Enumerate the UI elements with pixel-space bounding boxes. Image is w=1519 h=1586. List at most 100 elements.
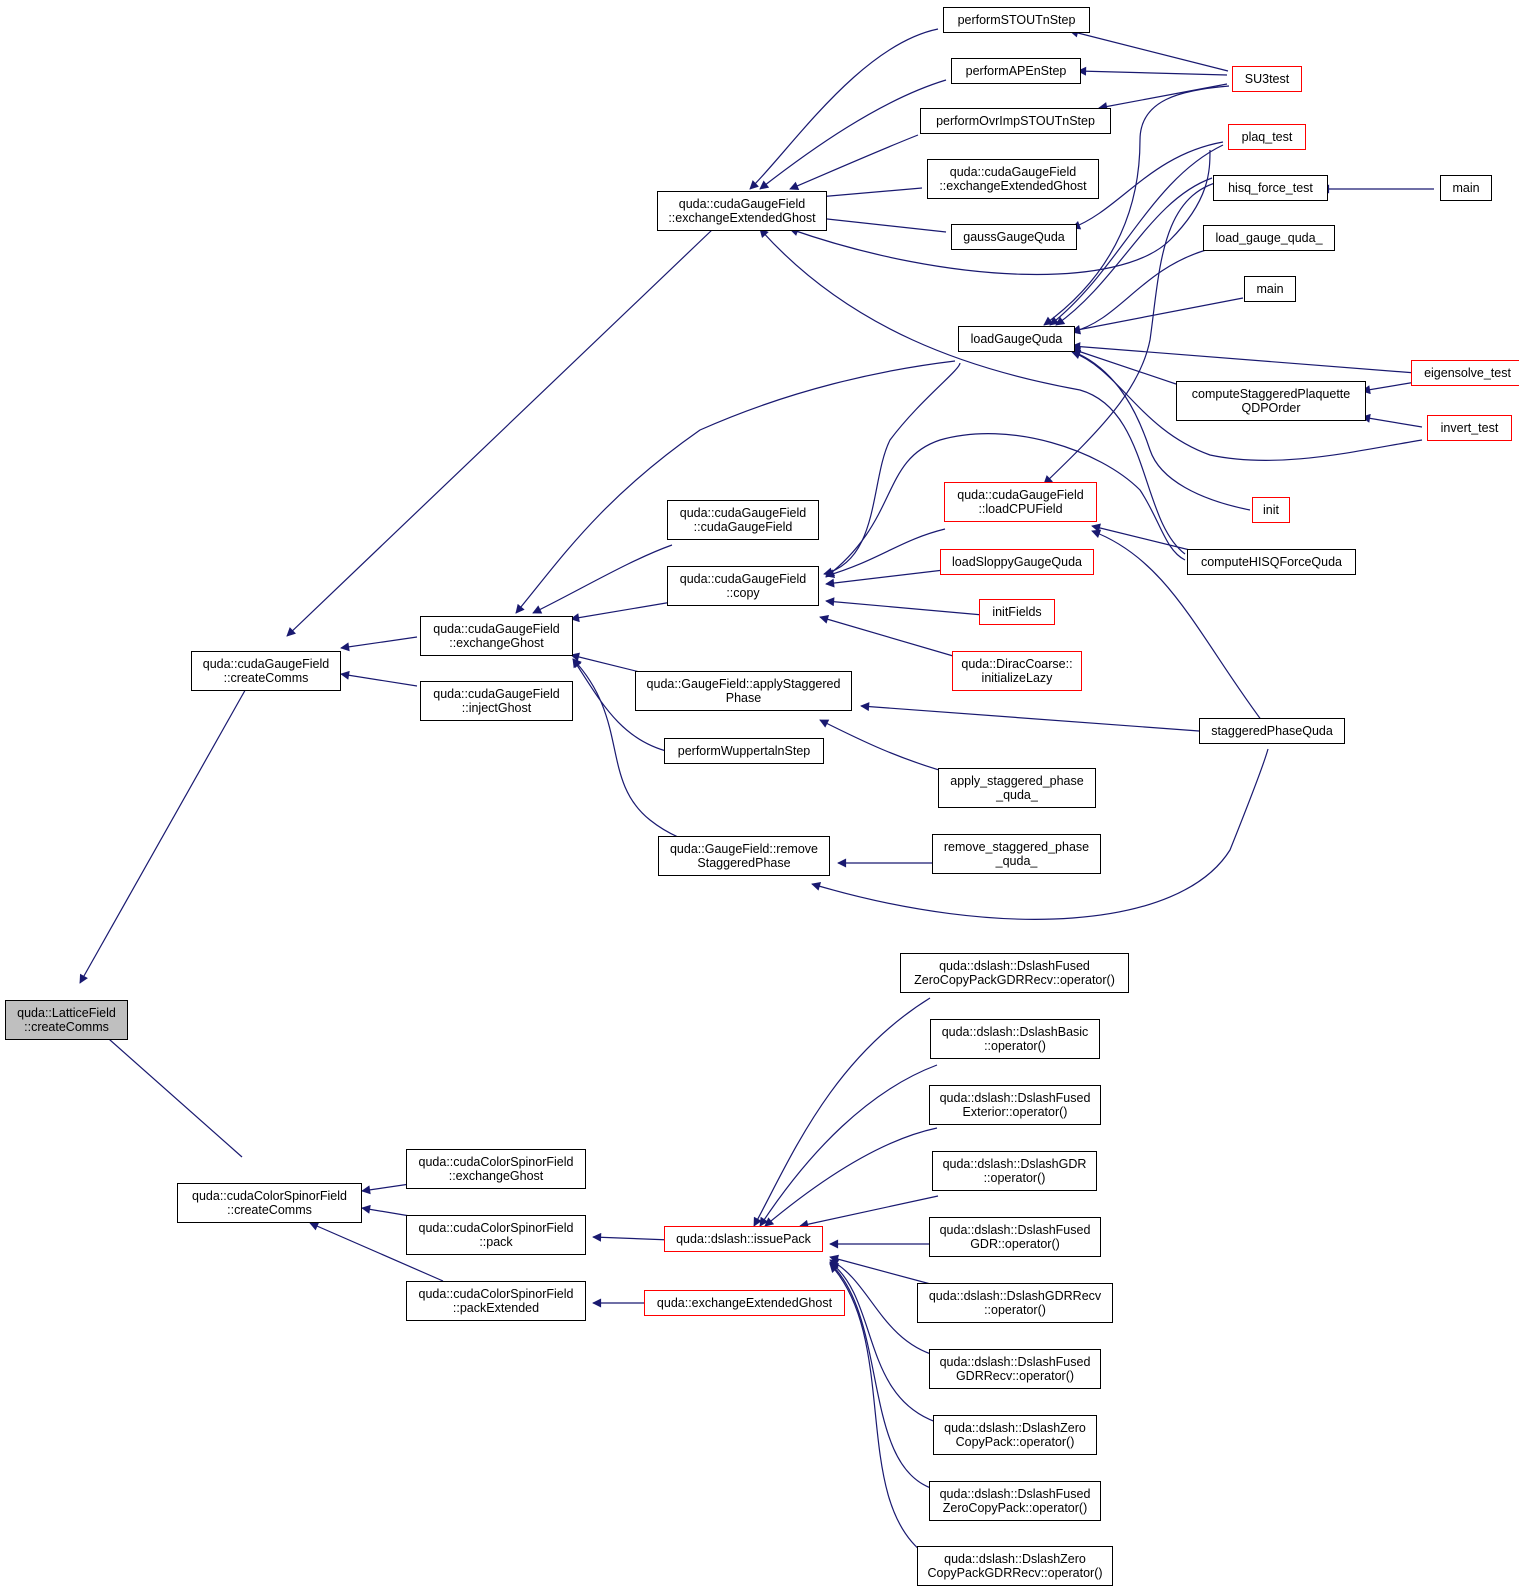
cuda-gauge-field-inject-ghost-node[interactable]: quda::cudaGaugeField ::injectGhost: [420, 681, 573, 721]
edge: [789, 149, 1211, 276]
edge: [1091, 529, 1269, 730]
edge: [749, 28, 939, 190]
dslash-fused-zero-copy-pack-node[interactable]: quda::dslash::DslashFused ZeroCopyPack::…: [929, 1481, 1101, 1521]
edge: [817, 187, 923, 201]
staggered-phase-quda-node[interactable]: staggeredPhaseQuda: [1199, 718, 1345, 744]
edge: [309, 1222, 444, 1282]
main-node-1[interactable]: main: [1440, 175, 1492, 201]
edge: [825, 597, 984, 616]
cuda-gauge-field-cuda-gauge-field-node[interactable]: quda::cudaGaugeField ::cudaGaugeField: [667, 500, 819, 540]
compute-staggered-plaquette-qdp-order-node[interactable]: computeStaggeredPlaquette QDPOrder: [1176, 381, 1366, 421]
edge: [823, 362, 961, 577]
perform-stout-n-step-node[interactable]: performSTOUTnStep: [943, 7, 1090, 33]
cuda-color-spinor-field-exchange-ghost-node[interactable]: quda::cudaColorSpinorField ::exchangeGho…: [406, 1149, 586, 1189]
dslash-gdr-recv-node[interactable]: quda::dslash::DslashGDRRecv ::operator(): [917, 1283, 1113, 1323]
dslash-basic-node[interactable]: quda::dslash::DslashBasic ::operator(): [930, 1019, 1100, 1059]
edge: [361, 1183, 411, 1195]
dslash-fused-exterior-node[interactable]: quda::dslash::DslashFused Exterior::oper…: [929, 1085, 1101, 1125]
load-sloppy-gauge-quda-node[interactable]: loadSloppyGaugeQuda: [940, 549, 1094, 575]
cuda-gauge-field-copy-node[interactable]: quda::cudaGaugeField ::copy: [667, 566, 819, 606]
apply-staggered-phase-quda-underscore-node[interactable]: apply_staggered_phase _quda_: [938, 768, 1096, 808]
cuda-gauge-field-create-comms-node[interactable]: quda::cudaGaugeField ::createComms: [191, 651, 341, 691]
dslash-fused-zero-copy-pack-gdr-recv-node[interactable]: quda::dslash::DslashFused ZeroCopyPackGD…: [900, 953, 1129, 993]
edge: [340, 636, 418, 652]
edge: [340, 670, 418, 687]
edge: [1361, 381, 1417, 395]
edge: [753, 997, 931, 1227]
compute-hisq-force-quda-node[interactable]: computeHISQForceQuda: [1187, 549, 1356, 575]
edge: [515, 360, 956, 614]
cuda-gauge-field-load-cpu-field-node[interactable]: quda::cudaGaugeField ::loadCPUField: [944, 482, 1097, 522]
edge: [572, 658, 671, 753]
init-node[interactable]: init: [1252, 497, 1290, 523]
edge: [1055, 177, 1213, 326]
perform-wuppertal-n-step-node[interactable]: performWuppertalnStep: [664, 738, 824, 764]
invert-test-node[interactable]: invert_test: [1427, 415, 1512, 441]
edge: [1091, 523, 1199, 553]
edge: [1361, 413, 1423, 428]
edge: [759, 79, 947, 190]
dirac-coarse-initialize-lazy-node[interactable]: quda::DiracCoarse:: initializeLazy: [952, 651, 1082, 691]
edge: [825, 528, 946, 579]
edge: [759, 228, 1186, 555]
init-fields-node[interactable]: initFields: [979, 599, 1055, 625]
edge: [1071, 249, 1207, 335]
quda-exchange-extended-ghost-node[interactable]: quda::exchangeExtendedGhost: [644, 1290, 845, 1316]
edge: [759, 1064, 938, 1227]
edge: [799, 1195, 939, 1229]
dslash-fused-gdr-recv-node[interactable]: quda::dslash::DslashFused GDRRecv::opera…: [929, 1349, 1101, 1389]
dslash-fused-gdr-node[interactable]: quda::dslash::DslashFused GDR::operator(…: [929, 1217, 1101, 1257]
edge: [1071, 297, 1244, 334]
edge: [789, 134, 919, 190]
cuda-gauge-field-exchange-ghost-node[interactable]: quda::cudaGaugeField ::exchangeGhost: [420, 616, 573, 656]
perform-ovr-imp-stout-n-step-node[interactable]: performOvrImpSTOUTnStep: [920, 108, 1111, 134]
edge: [592, 1232, 672, 1242]
remove-staggered-phase-quda-underscore-node[interactable]: remove_staggered_phase _quda_: [932, 834, 1101, 874]
main-node-2[interactable]: main: [1244, 276, 1296, 302]
gauge-field-remove-staggered-phase-node[interactable]: quda::GaugeField::remove StaggeredPhase: [658, 836, 830, 876]
edge: [570, 601, 673, 623]
perform-ape-n-step-node[interactable]: performAPEnStep: [951, 58, 1081, 84]
edge: [1071, 349, 1251, 511]
load-gauge-quda-underscore-node[interactable]: load_gauge_quda_: [1203, 225, 1335, 251]
dslash-issue-pack-node[interactable]: quda::dslash::issuePack: [664, 1226, 823, 1252]
edge: [1077, 66, 1228, 76]
edge: [829, 1263, 927, 1556]
gauge-field-apply-staggered-phase-node[interactable]: quda::GaugeField::applyStaggered Phase: [635, 671, 852, 711]
cuda-color-spinor-field-pack-extended-node[interactable]: quda::cudaColorSpinorField ::packExtende…: [406, 1281, 586, 1321]
edge: [825, 433, 1186, 578]
dslash-gdr-node[interactable]: quda::dslash::DslashGDR ::operator(): [932, 1151, 1097, 1191]
load-gauge-quda-node[interactable]: loadGaugeQuda: [958, 326, 1075, 352]
hisq-force-test-node[interactable]: hisq_force_test: [1213, 175, 1328, 201]
edge: [91, 1023, 243, 1158]
edge: [1043, 179, 1229, 485]
edge: [286, 228, 714, 637]
gauss-gauge-quda-node[interactable]: gaussGaugeQuda: [951, 224, 1077, 250]
cuda-color-spinor-field-pack-node[interactable]: quda::cudaColorSpinorField ::pack: [406, 1215, 586, 1255]
su3test-node[interactable]: SU3test: [1232, 66, 1302, 92]
dslash-zero-copy-pack-node[interactable]: quda::dslash::DslashZero CopyPack::opera…: [933, 1415, 1097, 1455]
edge: [1049, 144, 1224, 326]
dslash-zero-copy-pack-gdr-recv-node[interactable]: quda::dslash::DslashZero CopyPackGDRRecv…: [917, 1546, 1113, 1586]
edge: [532, 544, 673, 614]
cuda-gauge-field-exchange-extended-ghost-2-node[interactable]: quda::cudaGaugeField ::exchangeExtendedG…: [927, 159, 1099, 199]
edge: [817, 214, 947, 233]
edge: [1098, 83, 1228, 111]
edge: [1071, 342, 1417, 374]
edge: [811, 748, 1269, 920]
edge: [829, 1259, 938, 1357]
edge: [361, 1204, 411, 1217]
plaq-test-node[interactable]: plaq_test: [1228, 124, 1306, 150]
edge: [819, 614, 961, 659]
edge: [1043, 85, 1230, 326]
edge: [829, 1262, 938, 1491]
edge: [1071, 347, 1177, 385]
edge: [1071, 141, 1224, 230]
edge: [829, 1261, 943, 1425]
edge: [764, 1127, 938, 1227]
eigensolve-test-node[interactable]: eigensolve_test: [1411, 360, 1519, 386]
cuda-gauge-field-exchange-extended-ghost-node[interactable]: quda::cudaGaugeField ::exchangeExtendedG…: [657, 191, 827, 231]
cuda-color-spinor-field-create-comms-node[interactable]: quda::cudaColorSpinorField ::createComms: [177, 1183, 362, 1223]
edge: [79, 677, 253, 984]
